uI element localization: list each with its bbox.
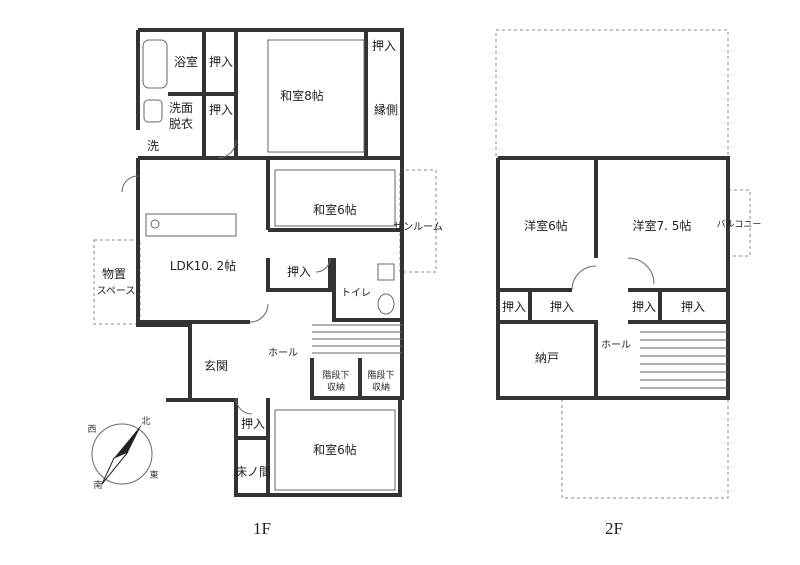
room-under-stairs-label: 収納 — [327, 381, 345, 393]
washer-label: 洗 — [147, 139, 159, 153]
room-washroom-label: 洗面 — [169, 101, 193, 115]
wall-under-stairs — [310, 358, 402, 400]
floor-2-outer-wall — [496, 156, 730, 400]
compass-south-label: 南 — [93, 479, 102, 491]
door-swing — [571, 265, 597, 291]
door-swing — [217, 139, 237, 159]
room-closet-label: 押入 — [502, 300, 526, 314]
room-closet-label: 押入 — [372, 39, 396, 53]
compass-circle — [91, 423, 153, 485]
wash-basin — [143, 99, 163, 123]
stairs-1f — [312, 324, 402, 354]
room-closet-label: 押入 — [550, 300, 574, 314]
floor-1-label: 1F — [253, 519, 271, 538]
room-under-stairs-label: 収納 — [372, 381, 390, 393]
bathtub — [142, 39, 168, 89]
balcony-label: バルコニー — [717, 219, 762, 230]
tatami-6-mid — [274, 169, 396, 227]
compass-west-label: 西 — [87, 424, 96, 435]
door-swing — [315, 257, 331, 273]
room-closet-label: 押入 — [241, 417, 265, 431]
stairs-2f — [640, 331, 728, 389]
balcony-outline — [727, 189, 751, 257]
compass: 北 南 東 西 — [87, 416, 158, 491]
room-tokonoma-label: 床ノ間 — [235, 465, 271, 479]
room-washitsu8-label: 和室8帖 — [280, 88, 324, 103]
room-washitsu6-label: 和室6帖 — [313, 442, 357, 457]
floor-2-label: 2F — [605, 519, 623, 538]
room-storage-label: 物置 — [102, 267, 126, 281]
compass-needle-icon — [114, 424, 142, 458]
room-storage-label: スペース — [97, 286, 136, 297]
toilet-sink — [377, 263, 395, 281]
compass-east-label: 東 — [149, 469, 158, 481]
toilet-bowl — [377, 293, 395, 315]
room-closet-label: 押入 — [632, 300, 656, 314]
door-swing — [121, 175, 139, 193]
compass-north-label: 北 — [141, 416, 150, 427]
room-youshitsu75-label: 洋室7. 5帖 — [633, 218, 692, 233]
wall-toilet — [332, 258, 402, 322]
floor-1-plan: 浴室 押入 洗面 脱衣 押入 洗 和室8帖 押入 縁側 和室6帖 サンルーム L… — [93, 28, 751, 497]
roof-outline-bottom — [561, 397, 729, 499]
room-nando-label: 納戸 — [535, 351, 559, 365]
door-swing — [627, 257, 655, 285]
wall-closet-ldk — [266, 258, 332, 292]
room-ldk-label: LDK10. 2帖 — [170, 258, 236, 273]
room-closet-label: 押入 — [209, 103, 233, 117]
room-closet-label: 押入 — [209, 55, 233, 69]
tatami-6-bottom — [274, 409, 396, 491]
stove-burner — [150, 219, 160, 229]
room-toilet-label: トイレ — [341, 288, 371, 299]
sunroom-outline — [399, 169, 437, 273]
room-washitsu6-label: 和室6帖 — [313, 202, 357, 217]
room-washroom-label: 脱衣 — [169, 116, 193, 131]
room-bath-label: 浴室 — [174, 54, 198, 69]
room-genkan-label: 玄関 — [204, 358, 228, 373]
roof-outline-top — [495, 29, 729, 159]
floor-1-ldk-wall — [136, 158, 192, 402]
room-under-stairs-label: 階段下 — [322, 369, 349, 381]
room-closet-label: 押入 — [287, 265, 311, 279]
storage-space-outline — [93, 239, 141, 325]
room-sunroom-label: サンルーム — [393, 221, 443, 233]
room-engawa-label: 縁側 — [374, 102, 398, 117]
floor-1-bottom-wall — [234, 398, 402, 497]
kitchen-counter — [145, 213, 237, 237]
floor-2-plan: 洋室6帖 洋室7. 5帖 バルコニー 押入 押入 押入 押入 納戸 ホール — [495, 29, 762, 499]
door-swing — [235, 397, 253, 415]
tatami-8 — [267, 39, 365, 153]
room-under-stairs-label: 階段下 — [367, 369, 394, 381]
room-hall-label: ホール — [268, 347, 298, 359]
room-hall-label: ホール — [601, 339, 631, 351]
floor-1-east-wall — [396, 158, 404, 400]
room-closet-label: 押入 — [681, 300, 705, 314]
door-swing — [249, 303, 269, 323]
room-youshitsu6-label: 洋室6帖 — [524, 218, 568, 233]
